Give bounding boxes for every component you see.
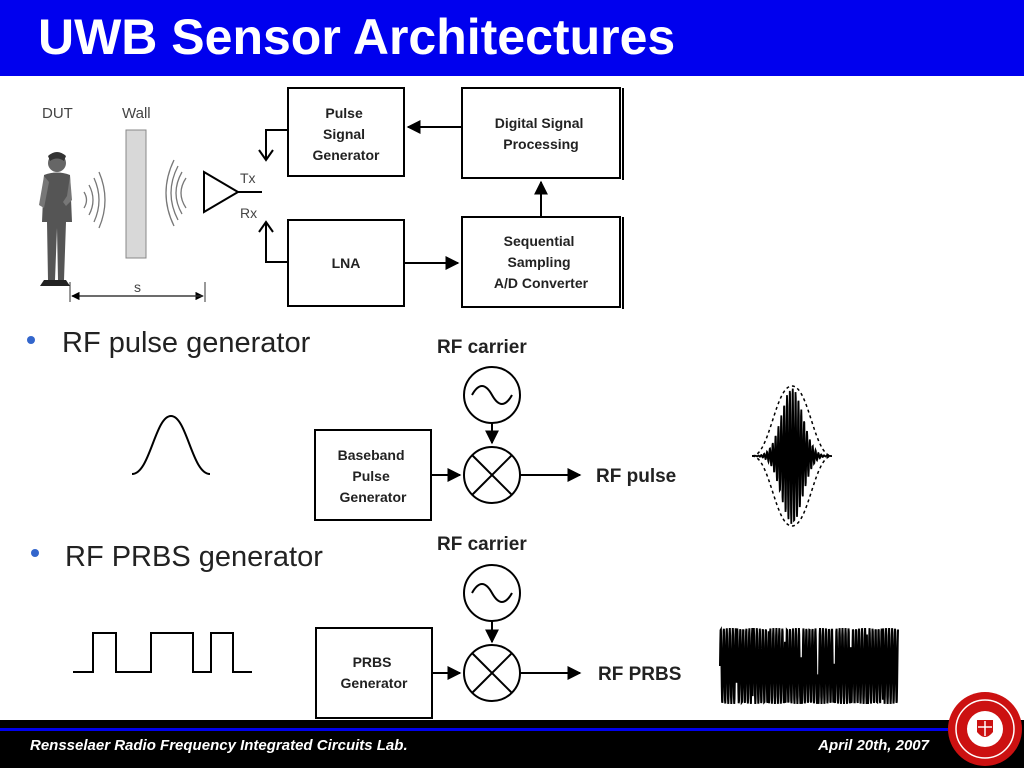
pulse-signal-generator-block xyxy=(287,87,405,177)
svg-text:PRBS Generator: PRBS Generator xyxy=(341,654,408,691)
dsp-line-1: Digital Signal xyxy=(495,115,584,131)
sampler-line-2: Sampling xyxy=(508,254,571,270)
distance-label: s xyxy=(134,279,141,295)
footer-date: April 20th, 2007 xyxy=(818,737,929,754)
pulse-carrier-label: RF carrier xyxy=(437,337,527,358)
modulated-pulse-icon xyxy=(751,385,833,527)
dsp-block xyxy=(461,87,621,179)
prbs-bullet-text: RF PRBS generator xyxy=(65,541,323,573)
prbs-gen-line-1: PRBS xyxy=(353,654,392,670)
pulse-gen-line-1: Pulse xyxy=(325,105,363,121)
title-bar xyxy=(0,0,1024,76)
sampler-block xyxy=(461,216,621,308)
dut-label: DUT xyxy=(42,105,73,122)
reflected-wave-icon xyxy=(83,171,106,229)
rpi-seal-logo xyxy=(948,692,1022,766)
lna-label: LNA xyxy=(332,255,361,271)
architecture-diagram: DUT Wall s Tx Rx xyxy=(27,87,899,719)
slide-title: UWB Sensor Architectures xyxy=(38,9,676,65)
antenna-icon xyxy=(203,170,240,214)
baseband-line-3: Generator xyxy=(340,489,407,505)
tx-label: Tx xyxy=(240,170,256,186)
svg-text:Digital Signal Processing: Digital Signal Processing xyxy=(495,115,588,152)
pulse-gen-line-3: Generator xyxy=(313,147,380,163)
prbs-waveform-icon xyxy=(73,632,252,673)
lna-block xyxy=(287,219,405,307)
footer-divider xyxy=(0,728,948,731)
prbs-gen-line-2: Generator xyxy=(341,675,408,691)
modulated-prbs-icon xyxy=(719,626,899,706)
footer-lab-name: Rensselaer Radio Frequency Integrated Ci… xyxy=(30,737,408,754)
prbs-generator-block xyxy=(315,627,433,719)
sampler-line-1: Sequential xyxy=(504,233,575,249)
bullet-pulse xyxy=(27,336,35,344)
wall-label: Wall xyxy=(122,105,151,122)
baseband-line-2: Pulse xyxy=(352,468,390,484)
pulse-output-label: RF pulse xyxy=(596,466,676,487)
pulse-bullet-text: RF pulse generator xyxy=(62,327,311,359)
tx-rx-switch xyxy=(258,129,288,263)
svg-text:Pulse Signal Generator: Pulse Signal Generator xyxy=(313,105,380,163)
baseband-pulse-generator-block xyxy=(314,429,432,521)
wall-icon xyxy=(125,129,147,259)
distance-arrow xyxy=(69,282,206,302)
baseband-line-1: Baseband xyxy=(338,447,405,463)
svg-text:Baseband Pulse Generat: Baseband Pulse Generator xyxy=(338,447,409,505)
prbs-carrier-label: RF carrier xyxy=(437,534,527,555)
transmit-wave-icon xyxy=(165,159,187,227)
bullet-prbs xyxy=(31,549,39,557)
rx-label: Rx xyxy=(240,205,257,221)
dsp-line-2: Processing xyxy=(503,136,578,152)
gaussian-pulse-icon xyxy=(131,414,211,475)
svg-text:Sequential Sampling A/: Sequential Sampling A/D Converter xyxy=(494,233,589,291)
person-icon xyxy=(39,152,72,286)
sampler-line-3: A/D Converter xyxy=(494,275,589,291)
pulse-gen-line-2: Signal xyxy=(323,126,365,142)
prbs-output-label: RF PRBS xyxy=(598,664,681,685)
